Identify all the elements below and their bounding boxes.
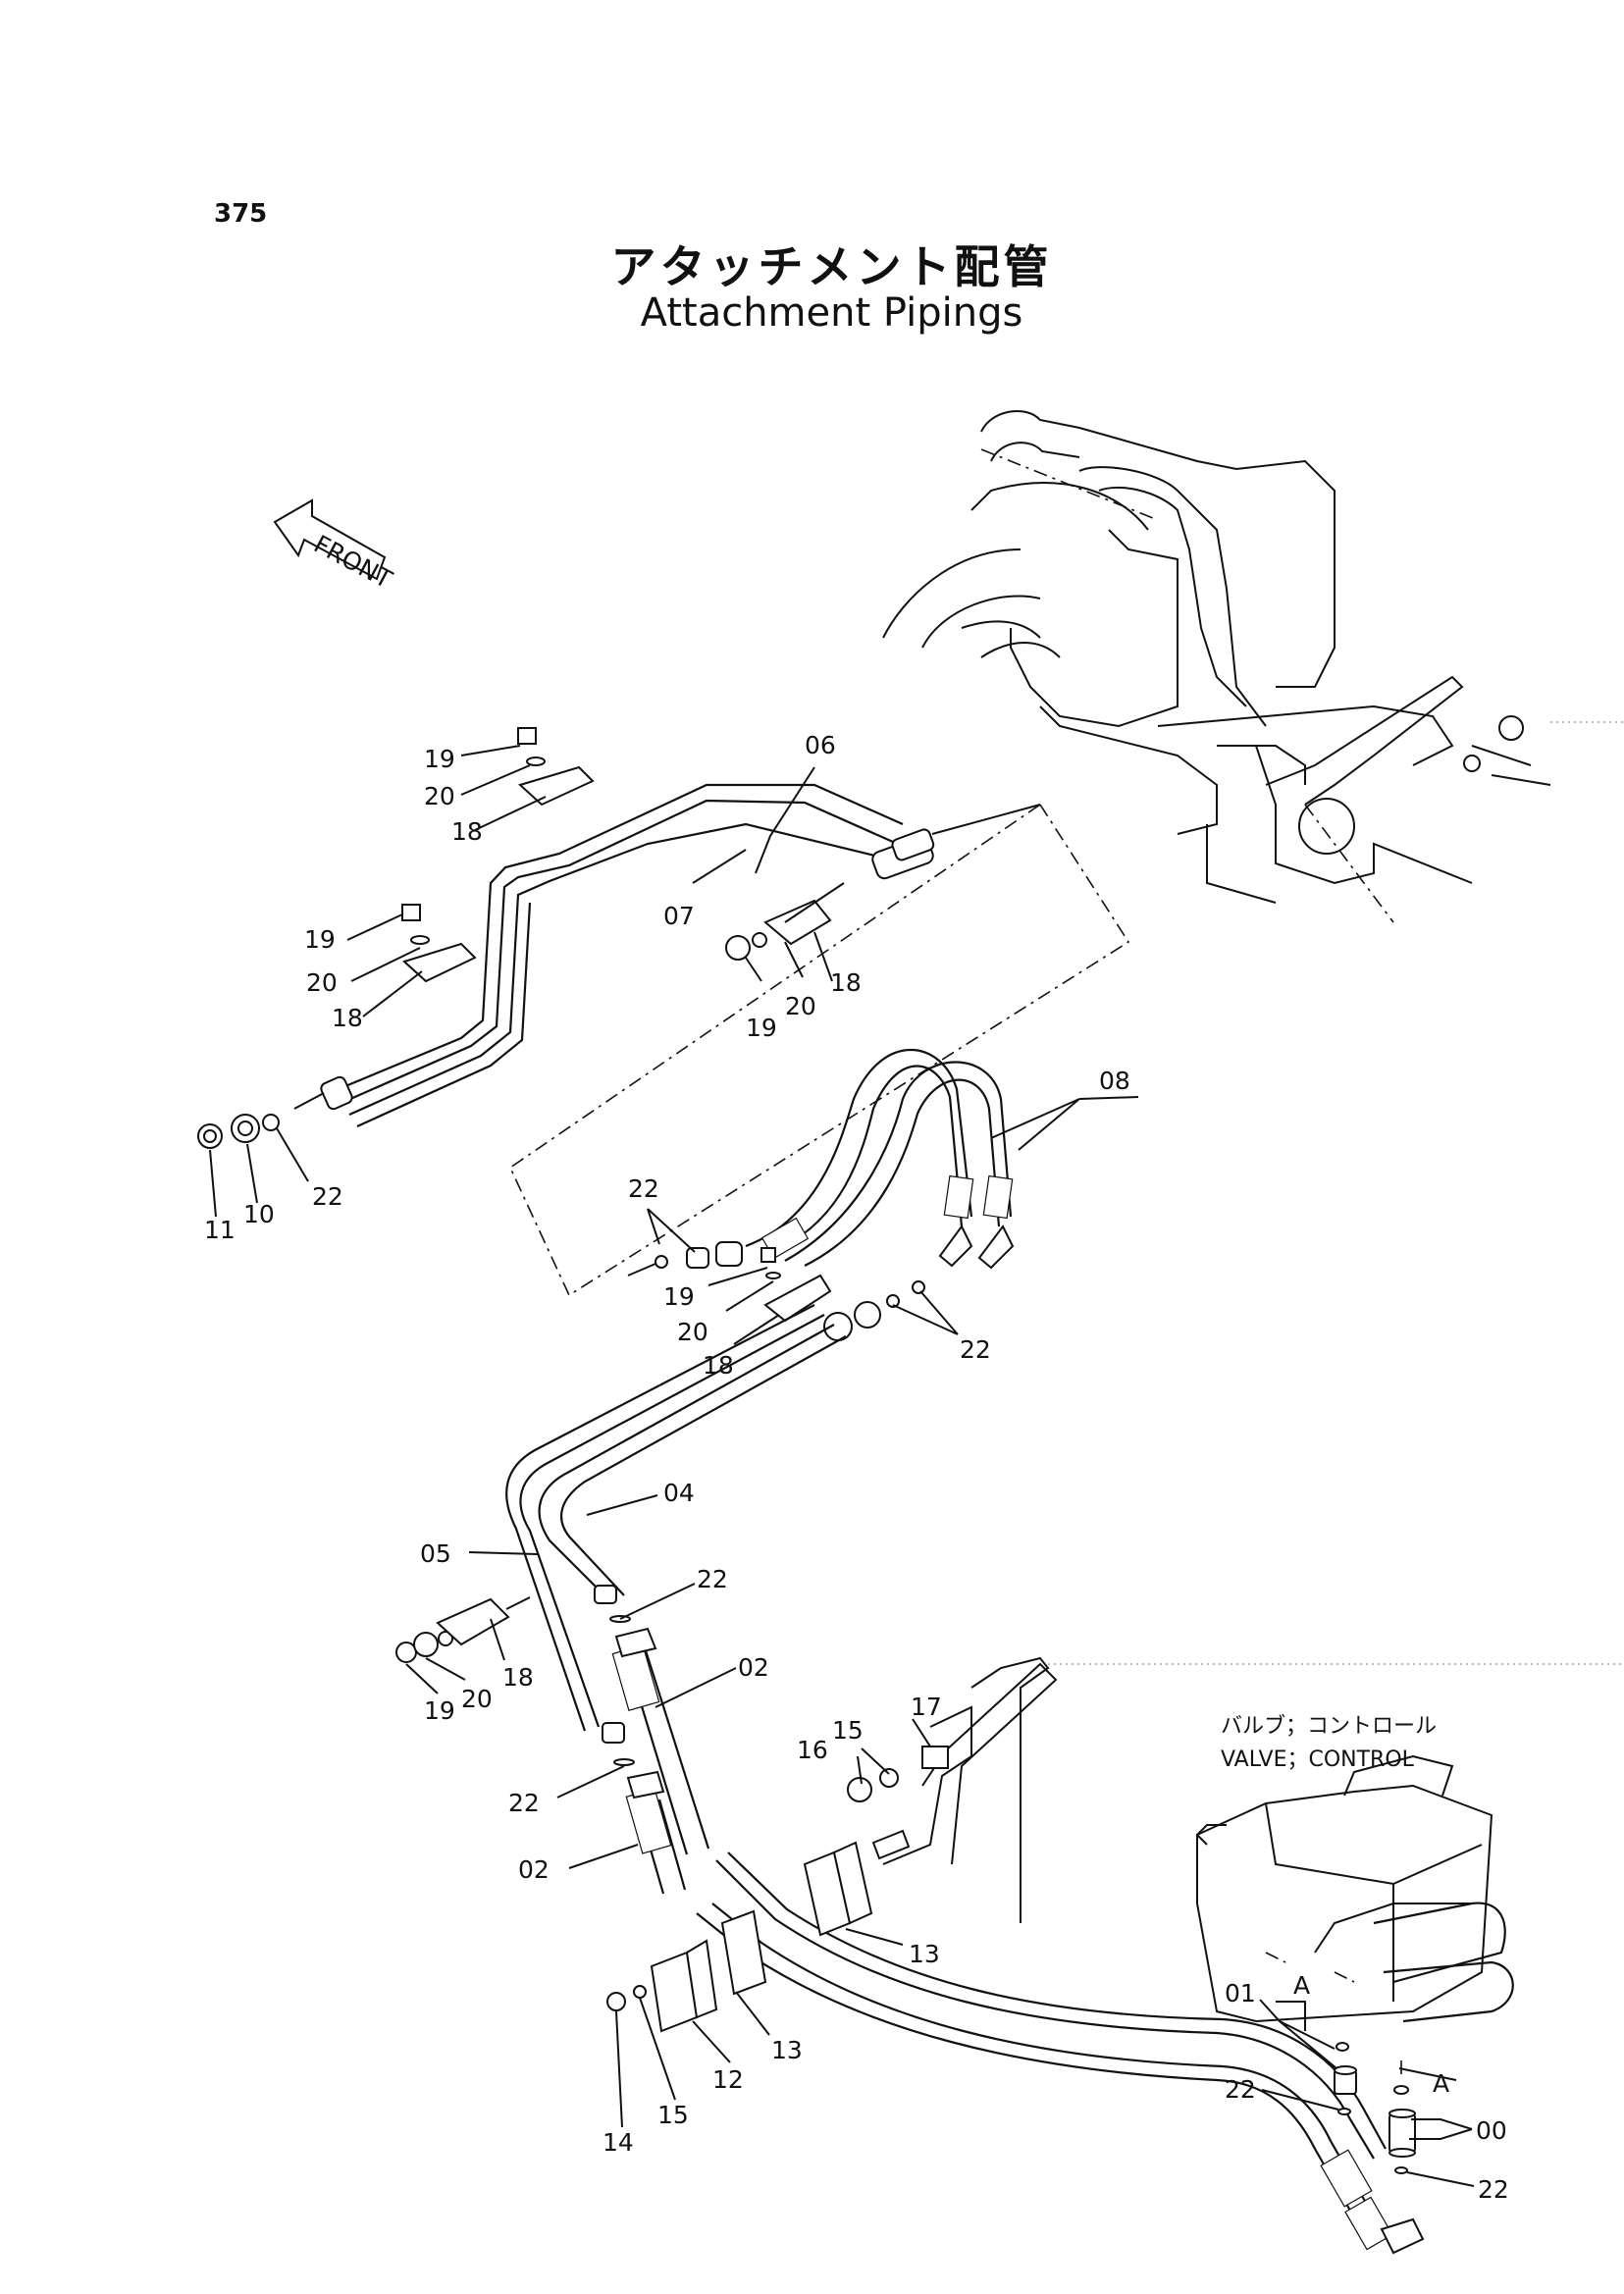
fittings-11-10: [197, 1092, 325, 1149]
callout-A1: A: [1293, 1971, 1310, 2000]
detail-boundary: [508, 803, 1130, 1297]
clamp-18-mid-right: [725, 882, 845, 961]
callout-22f: 22: [1225, 2075, 1256, 2104]
callout-20d: 20: [677, 1318, 708, 1346]
callout-19c: 19: [746, 1014, 777, 1042]
hose-08: [627, 1048, 1015, 1277]
callout-06: 06: [805, 731, 836, 759]
callouts: 06 07 08 19 20 18 19 20 18 19 20 18 11 1…: [204, 731, 1509, 2204]
callout-18e: 18: [502, 1663, 534, 1692]
callout-22g: 22: [1478, 2175, 1509, 2204]
callout-19d: 19: [663, 1282, 695, 1311]
callout-19b: 19: [304, 925, 336, 954]
title-english: Attachment Pipings: [640, 290, 1023, 336]
callout-22b: 22: [628, 1174, 659, 1203]
clamp-13-block: [803, 1841, 873, 1937]
bracket-17: [847, 1656, 1624, 1923]
callout-00: 00: [1476, 2116, 1507, 2145]
callout-17: 17: [911, 1693, 942, 1721]
callout-22c: 22: [960, 1335, 991, 1364]
callout-16: 16: [797, 1736, 828, 1764]
callout-19e: 19: [424, 1696, 455, 1725]
boom-assembly-illustration: [882, 409, 1624, 923]
plate-12: [606, 1909, 767, 2033]
callout-15b: 15: [657, 2101, 689, 2129]
callout-14: 14: [602, 2128, 634, 2157]
callout-19a: 19: [424, 745, 455, 773]
callout-12: 12: [712, 2065, 744, 2094]
callout-05: 05: [420, 1539, 451, 1568]
valve-label-english: VALVE；CONTROL: [1221, 1747, 1415, 1772]
hose-02: [611, 1627, 710, 1895]
callout-22d: 22: [697, 1565, 728, 1593]
callout-15a: 15: [832, 1716, 864, 1745]
callout-02b: 02: [518, 1855, 550, 1884]
valve-label-japanese: バルブ；コントロール: [1221, 1714, 1437, 1739]
callout-A2: A: [1433, 2069, 1449, 2098]
clamp-18-lower-left: [395, 1596, 531, 1663]
callout-18c: 18: [830, 968, 862, 997]
pipe-06-07: [320, 783, 1041, 1128]
page-number: 375: [214, 199, 268, 229]
callout-02a: 02: [738, 1653, 769, 1682]
callout-20e: 20: [461, 1685, 493, 1713]
callout-20a: 20: [424, 782, 455, 810]
clamp-18-center: [760, 1247, 925, 1341]
callout-20b: 20: [306, 968, 338, 997]
callout-08: 08: [1099, 1067, 1130, 1095]
callout-04: 04: [663, 1479, 695, 1507]
leader-lines: [209, 745, 1475, 2187]
callout-13a: 13: [909, 1940, 940, 1968]
clamp-18-mid-left: [401, 904, 477, 983]
callout-22e: 22: [508, 1789, 540, 1817]
callout-20c: 20: [785, 992, 816, 1020]
callout-22a: 22: [312, 1182, 343, 1211]
callout-11: 11: [204, 1216, 236, 1244]
title-japanese: アタッチメント配管: [610, 240, 1053, 293]
clamp-18-top: [517, 727, 595, 807]
callout-01: 01: [1225, 1979, 1256, 2007]
callout-07: 07: [663, 902, 695, 930]
callout-18b: 18: [332, 1004, 363, 1032]
pipe-13: [696, 1851, 1425, 2255]
callout-10: 10: [243, 1200, 275, 1228]
callout-13b: 13: [771, 2036, 803, 2064]
callout-18a: 18: [451, 817, 483, 846]
front-arrow-icon: FRONT: [273, 498, 397, 595]
control-valve-illustration: [1195, 1754, 1514, 2174]
callout-18d: 18: [703, 1351, 734, 1380]
